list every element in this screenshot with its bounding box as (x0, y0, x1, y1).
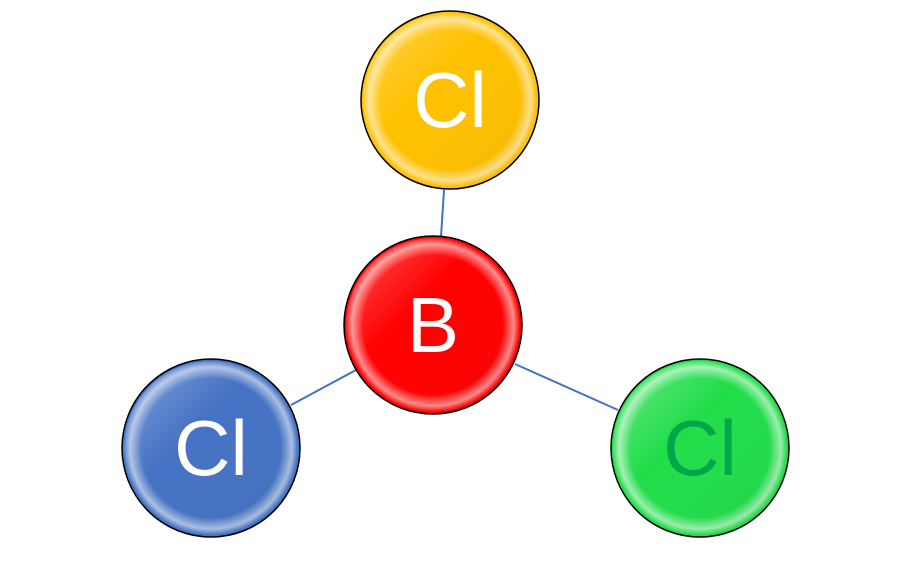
atom-cl-right: Cl (610, 358, 790, 538)
atom-cl-right-gloss (613, 361, 787, 535)
atom-cl-left-gloss (124, 361, 298, 535)
atom-cl-top: Cl (360, 10, 540, 190)
bond-b-cl-top (440, 189, 445, 238)
atom-b-center: B (343, 235, 523, 415)
atom-b-label: B (407, 281, 459, 369)
atom-cl-top-gloss (363, 13, 537, 187)
atom-cl-left: Cl (121, 358, 301, 538)
bonds (290, 189, 619, 411)
atom-cl-right-label: Cl (663, 404, 737, 492)
bond-b-cl-left (290, 369, 357, 406)
atom-b-gloss (346, 238, 520, 412)
atom-cl-top-label: Cl (413, 56, 487, 144)
atom-cl-left-label: Cl (174, 404, 248, 492)
bond-b-cl-right (514, 363, 619, 411)
